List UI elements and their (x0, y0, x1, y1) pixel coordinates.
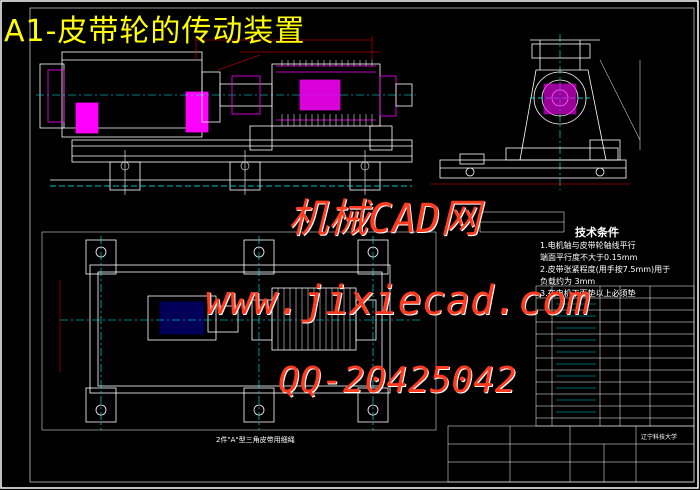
plan-outline (41, 231, 437, 431)
plan-view (41, 231, 437, 431)
watermark-url: www.jixiecad.com (205, 278, 591, 324)
watermark-site-name: 机械CAD网 (288, 196, 481, 242)
tech-requirement-line: 2.皮带张紧程度(用手按7.5mm)用于 (540, 265, 671, 274)
drawing-inner-frame (29, 7, 695, 483)
tech-requirement-line: 1.电机轴与皮带轮轴线平行 (540, 241, 636, 250)
school-name: 辽宁科技大学 (641, 434, 678, 441)
title-block (447, 425, 695, 483)
tech-requirement-line: 负载约为 3mm (540, 277, 596, 286)
side-elevation (430, 34, 641, 190)
parts-list (447, 211, 695, 483)
front-elevation (36, 36, 416, 195)
tech-requirements-title: 技术条件 (575, 226, 619, 239)
watermark-qq: QQ-20425042 (278, 360, 517, 401)
base-frame (71, 139, 413, 163)
tech-requirement-line: 3.在电机下面垫以上必须垫 (540, 289, 636, 298)
drawing-title: A1-皮带轮的传动装置 (4, 14, 306, 49)
tech-requirement-line: 端面平行度不大于0.15mm (540, 253, 638, 262)
plan-view-caption: 2件"A"型三角皮带用细绳 (216, 436, 295, 444)
